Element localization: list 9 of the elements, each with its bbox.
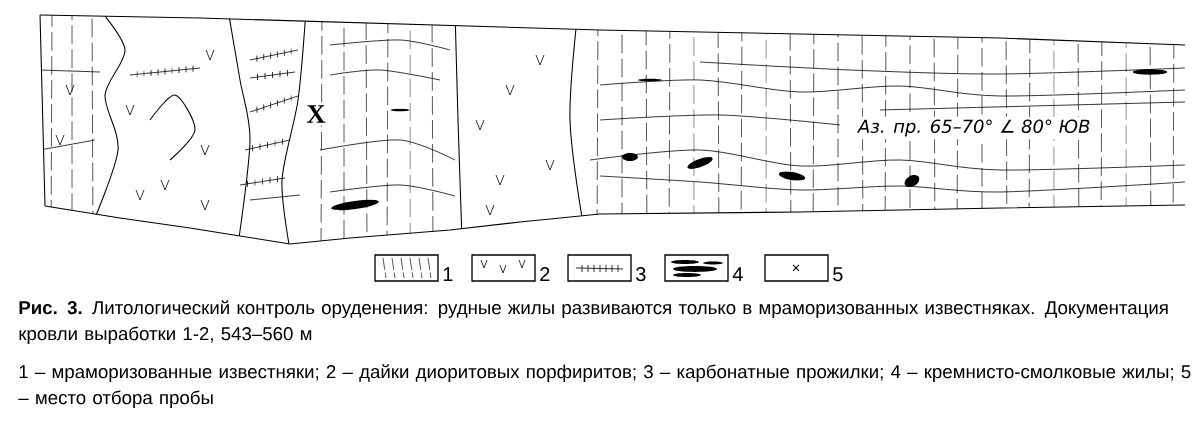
legend-number: 3 (636, 267, 646, 282)
legend-number: 2 (540, 267, 550, 281)
legend-number: 4 (732, 267, 743, 281)
legend-number: 5 (833, 267, 843, 282)
caption: Рис. 3. Литологический контроль оруденения: рудные жилы развиваются только в мраморизованных известняках. Документация кровли выработки 1-2, 543–560 м (19, 300, 1168, 344)
legend-explanation: 1 – мраморизованные известняки; 2 – дайки диоритовых порфиритов; 3 – карбонатные прожилки; 4 – кремнисто-смолковые жилы; 5 – место отбора пробы (18, 364, 1191, 408)
legend-number: 1 (443, 267, 453, 281)
sample-mark: X (303, 102, 329, 126)
strike-dip-note: Аз. пр. 65–70° ∠ 80° ЮВ (855, 116, 1094, 140)
